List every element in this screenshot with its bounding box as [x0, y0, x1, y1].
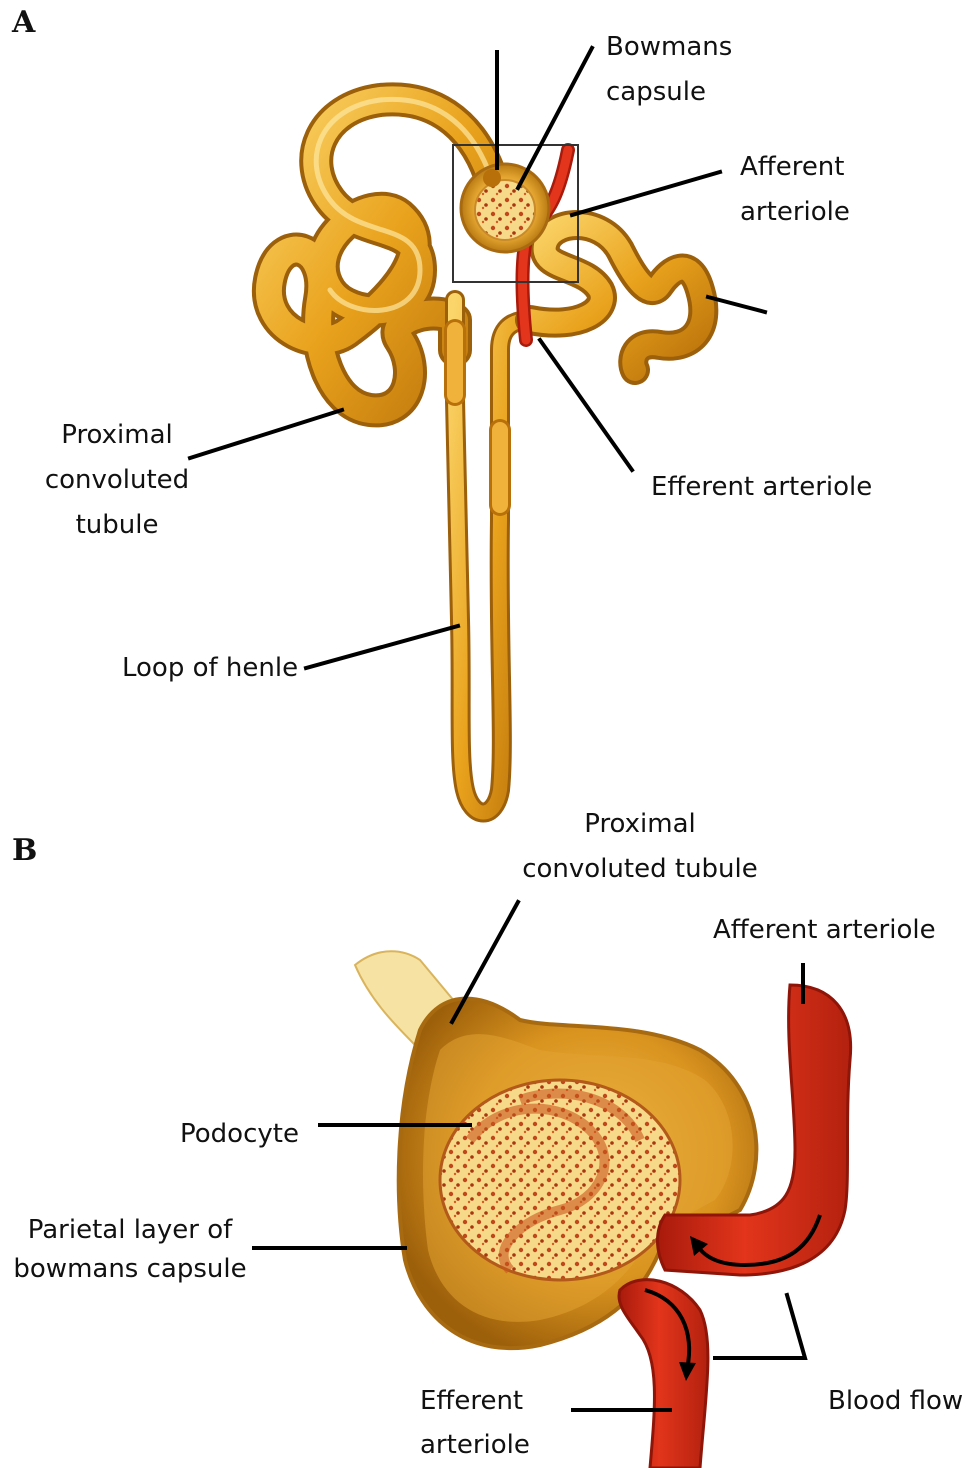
leader-line-loop-of-henle — [306, 626, 458, 668]
label-afferent-arteriole-b: Afferent arteriole — [713, 908, 936, 953]
label-blood-flow: Blood flow — [828, 1379, 963, 1424]
leader-line-proximal-tubule-b — [452, 902, 518, 1022]
label-parietal-layer: Parietal layer of bowmans capsule — [8, 1211, 252, 1289]
leader-line-afferent-arteriole-a — [572, 172, 720, 215]
label-loop-of-henle: Loop of henle — [122, 646, 298, 691]
leader-line-bowmans-capsule — [518, 48, 592, 188]
leader-line-blood-flow — [715, 1295, 805, 1358]
label-bowmans-capsule: Bowmans capsule — [606, 25, 732, 115]
label-efferent-arteriole-a: Efferent arteriole — [651, 465, 872, 510]
label-proximal-convoluted-tubule-b: Proximal convoluted tubule — [514, 802, 766, 892]
label-proximal-convoluted-tubule-a: Proximal convoluted tubule — [36, 413, 198, 548]
panel-a-letter: A — [12, 8, 35, 38]
leader-line-efferent-arteriole-a — [540, 340, 632, 470]
leader-line-distal-tubule — [708, 297, 765, 312]
panel-b-letter: B — [12, 836, 37, 866]
label-efferent-arteriole-b: Efferent arteriole — [420, 1379, 530, 1467]
label-podocyte: Podocyte — [180, 1112, 299, 1157]
label-afferent-arteriole-a: Afferent arteriole — [740, 145, 850, 235]
leader-line-proximal-tubule-a — [190, 410, 342, 458]
